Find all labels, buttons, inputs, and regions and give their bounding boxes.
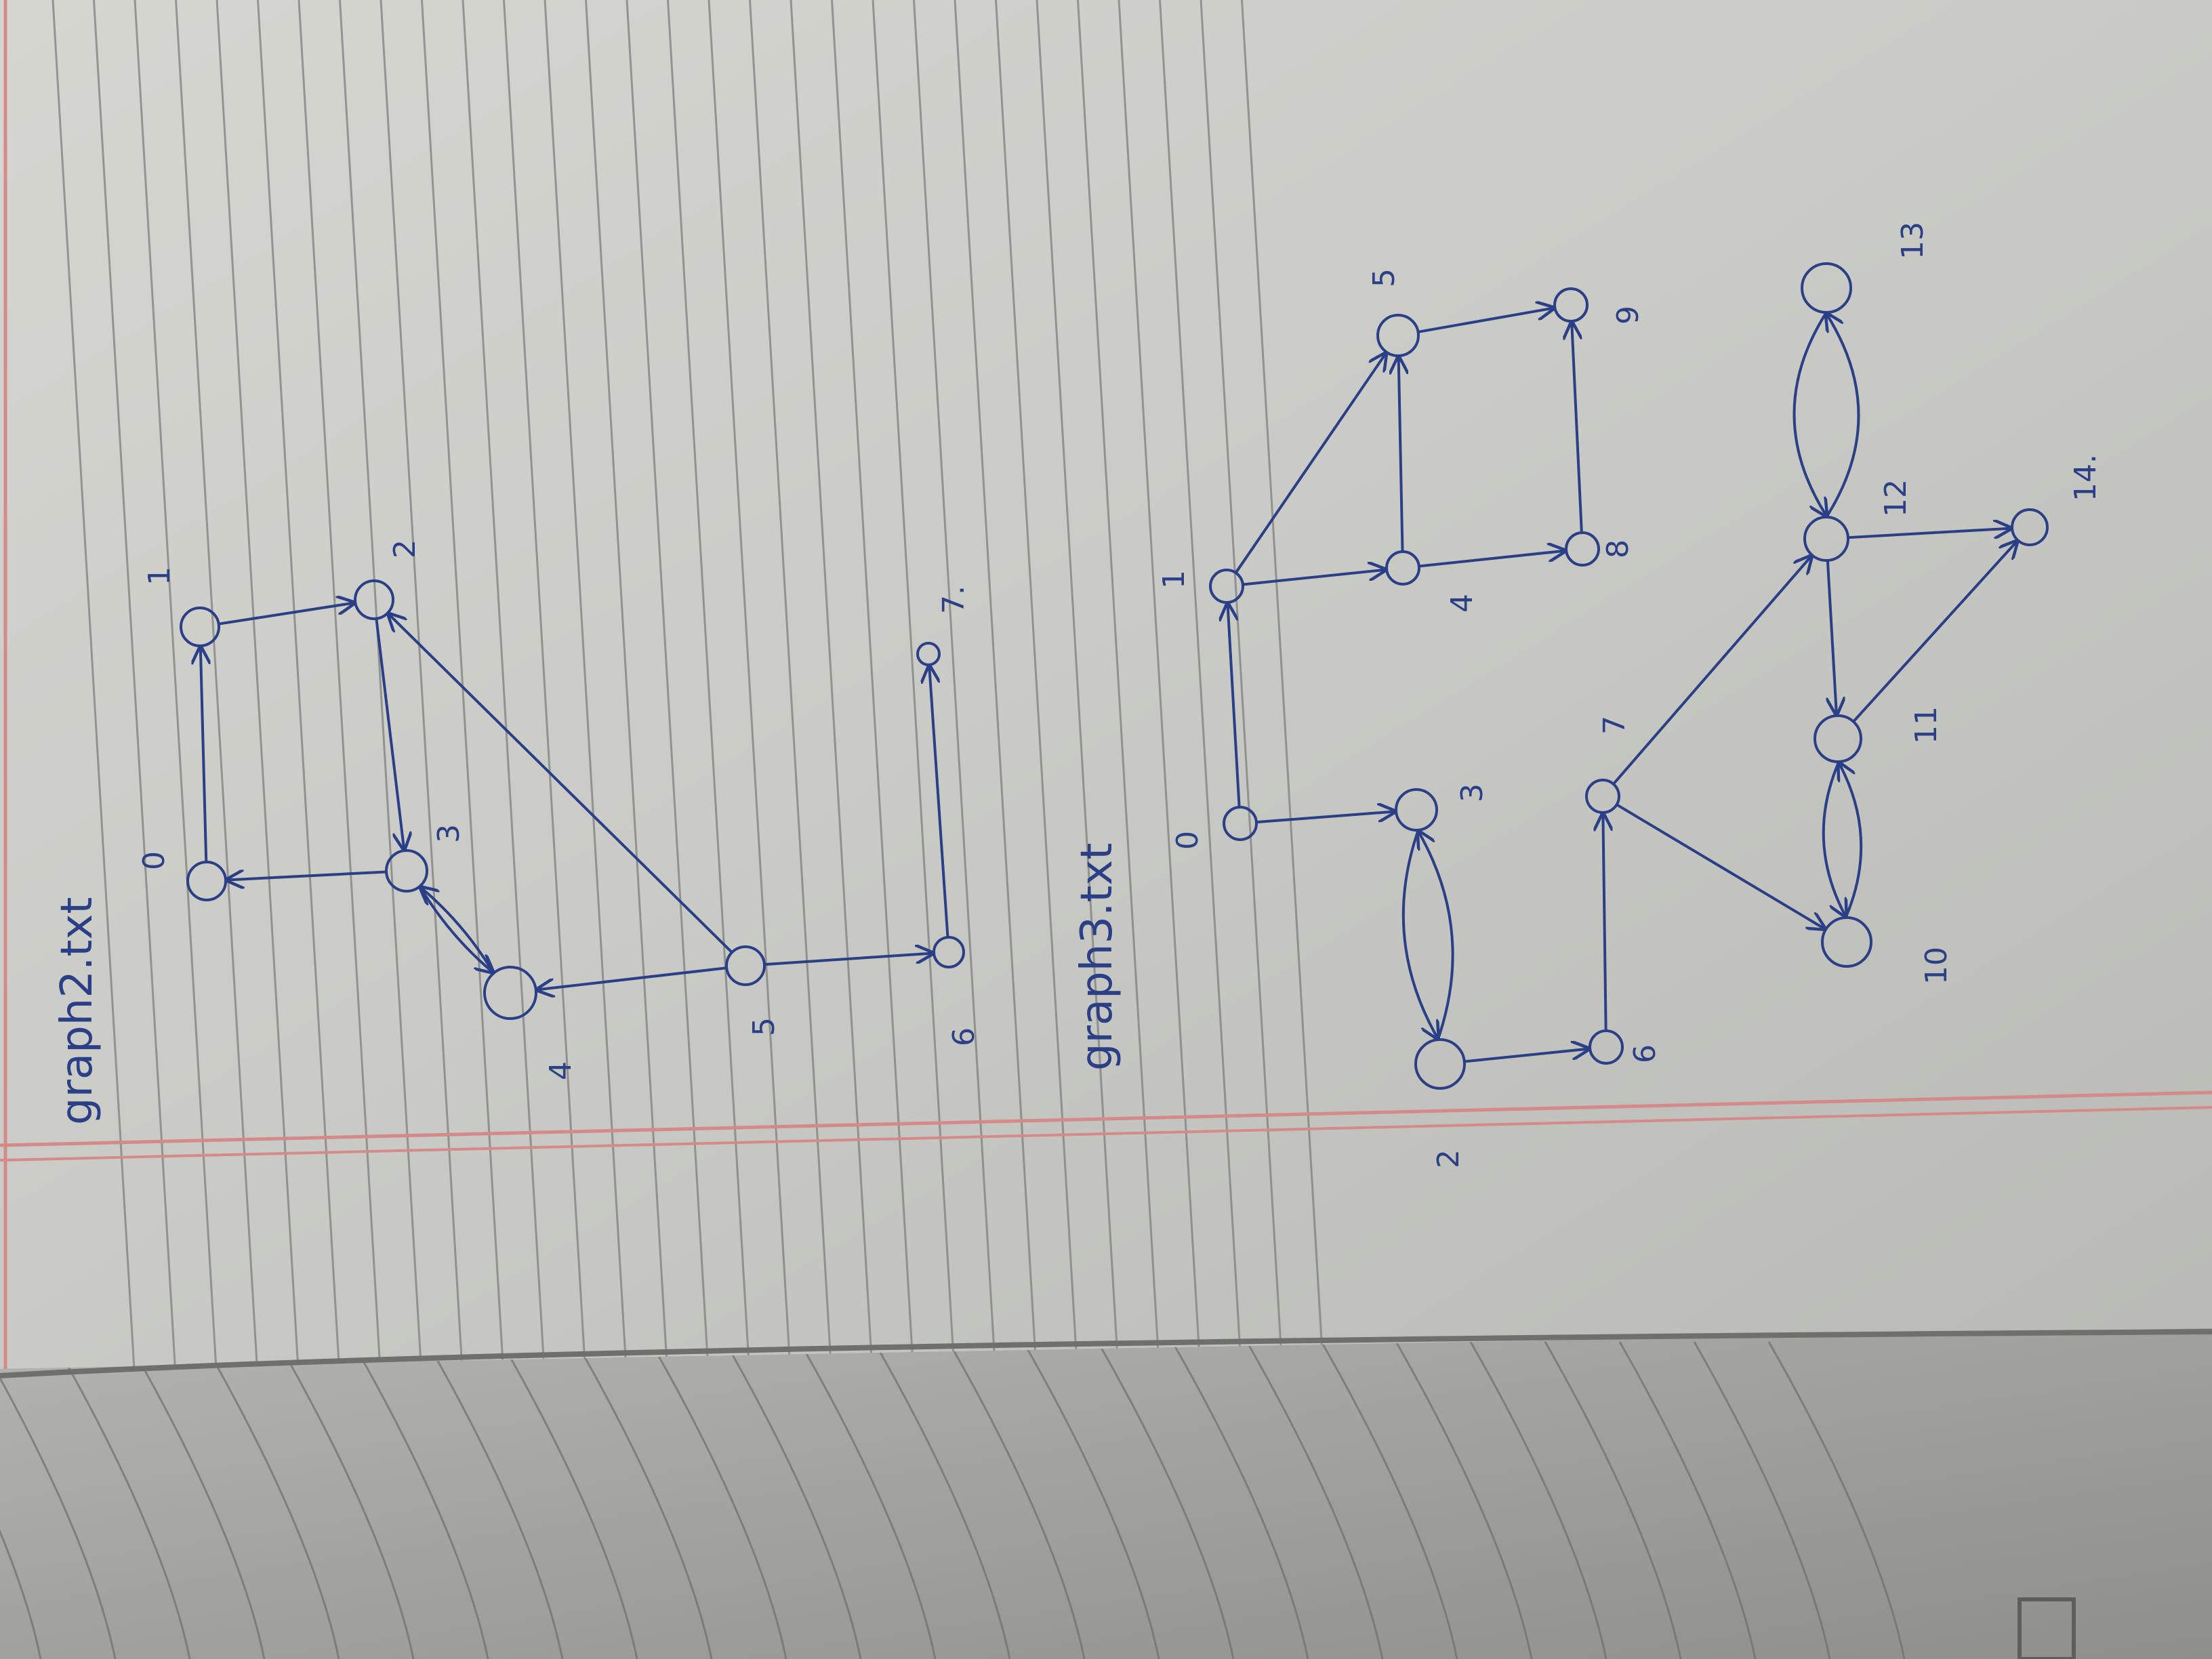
edge-graph3-1-4 <box>1241 570 1385 586</box>
edge-graph3-2-6 <box>1462 1049 1589 1063</box>
edge-graph3-1-5 <box>1234 353 1386 575</box>
edge-graph3-13-12 <box>1793 311 1827 516</box>
edge-graph3-11-14 <box>1851 541 2017 723</box>
node-graph3-5 <box>1376 314 1420 357</box>
page-corner-mark <box>2018 1597 2076 1659</box>
node-label-graph3-12: 12 <box>1879 479 1913 517</box>
edge-graph3-7-12 <box>1612 556 1811 785</box>
node-label-graph3-5: 5 <box>1367 268 1401 287</box>
node-label-graph3-11: 11 <box>1909 706 1944 744</box>
node-graph3-10 <box>1821 916 1872 968</box>
edge-graph3-3-2 <box>1401 828 1438 1038</box>
edge-graph3-12-13 <box>1826 314 1860 518</box>
edge-graph3-12-14 <box>1846 529 2011 539</box>
node-label-graph3-0: 0 <box>1170 831 1205 850</box>
node-label-graph3-10: 10 <box>1919 947 1954 985</box>
edge-graph2-4-3 <box>421 887 495 975</box>
node-label-graph3-9: 9 <box>1611 306 1645 325</box>
edge-graph2-3-0 <box>227 872 388 880</box>
node-graph2-5 <box>725 945 766 986</box>
node-graph3-7 <box>1585 779 1620 814</box>
node-graph3-12 <box>1803 516 1849 562</box>
edge-graph2-2-3 <box>375 617 404 849</box>
edge-graph3-0-3 <box>1254 811 1395 824</box>
edge-graph3-4-8 <box>1417 551 1565 568</box>
node-graph3-14 <box>2011 508 2049 546</box>
node-label-graph2-0: 0 <box>137 851 171 870</box>
node-label-graph2-7: 7. <box>937 586 971 614</box>
node-graph3-4 <box>1385 550 1420 586</box>
node-graph3-2 <box>1414 1038 1466 1090</box>
node-graph3-3 <box>1395 788 1438 832</box>
node-label-graph2-3: 3 <box>432 824 466 843</box>
node-graph2-4 <box>483 966 537 1020</box>
edge-graph2-5-2 <box>388 614 734 954</box>
edge-graph3-4-5 <box>1399 357 1403 554</box>
node-label-graph2-4: 4 <box>544 1061 578 1080</box>
edge-graph3-11-10 <box>1822 760 1846 916</box>
edge-graph3-10-11 <box>1839 763 1863 920</box>
node-graph3-9 <box>1553 287 1589 323</box>
edge-graph2-0-1 <box>201 647 206 864</box>
node-label-graph3-1: 1 <box>1157 570 1191 589</box>
graph2-diagram: graph2.txt 0 1 2 3 4 5 6 7. <box>52 539 981 1125</box>
node-label-graph3-14: 14. <box>2068 454 2103 501</box>
facing-page <box>0 1328 2212 1659</box>
node-label-graph3-4: 4 <box>1445 594 1479 613</box>
node-label-graph3-7: 7 <box>1597 716 1632 735</box>
edge-graph3-0-1 <box>1227 604 1241 809</box>
node-label-graph2-5: 5 <box>747 1017 781 1036</box>
node-graph3-6 <box>1589 1029 1624 1065</box>
node-label-graph3-2: 2 <box>1431 1149 1466 1168</box>
edge-graph3-12-11 <box>1828 558 1837 714</box>
ruled-lines <box>52 0 1324 1369</box>
edge-graph3-7-10 <box>1615 803 1825 928</box>
node-graph3-1 <box>1209 569 1244 604</box>
node-label-graph2-6: 6 <box>947 1027 981 1046</box>
edge-graph3-6-7 <box>1603 814 1605 1032</box>
node-graph2-2 <box>354 579 394 620</box>
edge-graph2-1-2 <box>217 603 354 626</box>
node-graph2-6 <box>933 936 965 968</box>
node-graph3-0 <box>1223 806 1258 841</box>
node-graph2-3 <box>385 849 428 893</box>
notebook-page <box>0 0 2212 1369</box>
node-label-graph2-2: 2 <box>388 539 422 558</box>
edge-graph3-8-9 <box>1572 323 1583 535</box>
node-graph3-13 <box>1801 262 1852 314</box>
edge-graph3-2-3 <box>1418 832 1454 1042</box>
diagram-title: graph3.txt <box>1072 843 1122 1071</box>
node-graph3-8 <box>1565 531 1600 567</box>
node-graph2-1 <box>180 607 220 647</box>
node-label-graph3-3: 3 <box>1455 783 1490 802</box>
edge-graph3-5-9 <box>1416 308 1554 333</box>
edge-graph2-5-4 <box>537 966 729 989</box>
node-graph2-7 <box>916 642 941 666</box>
edge-graph2-6-7 <box>929 666 949 939</box>
node-label-graph3-6: 6 <box>1628 1044 1662 1063</box>
node-label-graph2-1: 1 <box>142 567 177 586</box>
node-graph3-11 <box>1814 714 1862 763</box>
edge-graph2-5-6 <box>762 954 933 966</box>
node-label-graph3-8: 8 <box>1601 539 1635 558</box>
node-label-graph3-13: 13 <box>1896 222 1930 260</box>
diagram-title: graph2.txt <box>52 897 102 1125</box>
node-graph2-0 <box>186 861 227 901</box>
